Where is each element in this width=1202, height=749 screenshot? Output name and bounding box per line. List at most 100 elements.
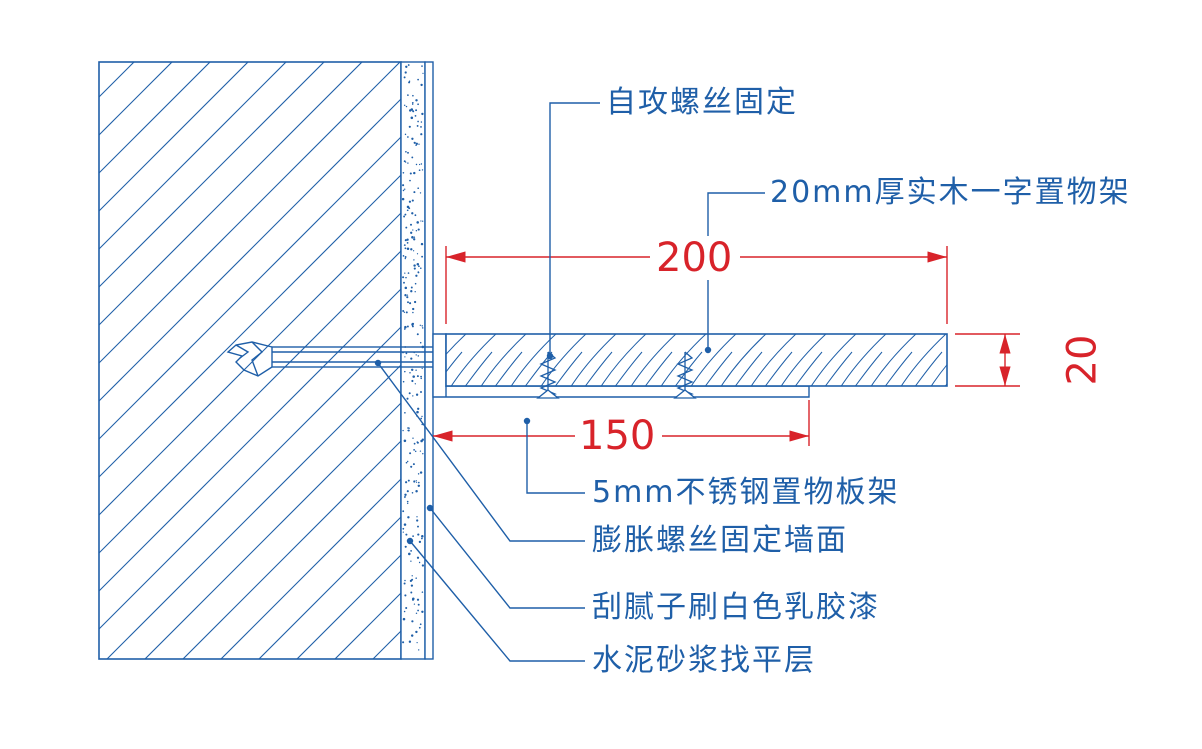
mortar-dot xyxy=(415,480,417,482)
mortar-dot xyxy=(421,415,423,418)
screw xyxy=(536,351,560,399)
mortar-dot xyxy=(404,325,407,329)
wall-hatch-line xyxy=(99,62,287,250)
wall-hatch-line xyxy=(258,516,401,659)
mortar-dot xyxy=(403,281,405,284)
mortar-dot xyxy=(411,101,414,104)
mortar-dot xyxy=(417,609,420,612)
mortar-dot xyxy=(412,375,415,378)
mortar-dot xyxy=(411,199,414,202)
mortar-dot xyxy=(421,610,424,613)
mortar-dot xyxy=(415,109,418,112)
mortar-dot xyxy=(410,591,413,594)
mortar-dot xyxy=(420,163,423,165)
mortar-dot xyxy=(405,481,408,484)
mortar-dot xyxy=(413,480,416,483)
mortar-dot xyxy=(405,65,408,68)
mortar-dot xyxy=(416,375,419,378)
mortar-dot xyxy=(402,380,405,383)
mortar-dot xyxy=(410,290,413,293)
mortar-dot xyxy=(411,137,414,140)
mortar-dot xyxy=(402,527,405,530)
mortar-dot xyxy=(402,617,406,621)
wood-grain-line xyxy=(900,334,947,386)
wood-grain-line xyxy=(840,334,887,386)
label-self-tapping-screw: 自攻螺丝固定 xyxy=(606,85,798,120)
wood-grain-line xyxy=(690,334,737,386)
wood-grain-line xyxy=(446,351,463,373)
mortar-dot xyxy=(407,64,410,66)
mortar-dot xyxy=(416,556,420,559)
mortar-dot xyxy=(412,229,414,231)
mortar-dot xyxy=(408,392,411,395)
wood-grain-line xyxy=(810,334,857,386)
mortar-dot xyxy=(415,612,418,615)
mortar-dot xyxy=(408,81,411,84)
mortar-dot xyxy=(406,490,409,493)
mortar-dot xyxy=(405,606,408,610)
mortar-dot xyxy=(418,561,421,564)
mortar-dot xyxy=(411,212,414,215)
mortar-dot xyxy=(404,493,407,496)
mortar-dot xyxy=(406,209,409,212)
mortar-dot xyxy=(412,597,415,601)
mortar-dot xyxy=(417,355,420,357)
wood-grain-line xyxy=(450,334,497,386)
mortar-dot xyxy=(413,238,416,241)
mortar-dot xyxy=(406,247,410,251)
mortar-dot xyxy=(407,272,410,274)
mortar-dot xyxy=(413,264,416,267)
mortar-dot xyxy=(418,265,420,268)
mortar-dot xyxy=(420,121,423,123)
wall-hatch-line xyxy=(99,62,401,364)
mortar-dot xyxy=(403,328,406,330)
mortar-dot xyxy=(415,630,418,634)
mortar-dot xyxy=(409,179,411,182)
mortar-dot xyxy=(417,473,420,475)
dimension-20 xyxy=(955,333,1020,387)
wood-grain-line xyxy=(780,334,827,386)
mortar-dot xyxy=(408,125,411,128)
dimension-200-text: 200 xyxy=(652,236,737,280)
mortar-dot xyxy=(409,302,412,305)
mortar-dot xyxy=(416,642,418,644)
mortar-dot xyxy=(417,78,419,81)
mortar-dot xyxy=(407,429,409,432)
mortar-dot xyxy=(417,407,420,410)
mortar-dot xyxy=(406,296,409,299)
mortar-dot xyxy=(404,594,407,597)
putty-paint-layer xyxy=(424,61,434,660)
mortar-dot xyxy=(419,192,422,194)
label-stainless-bracket: 5mm不锈钢置物板架 xyxy=(592,475,900,510)
mortar-dot xyxy=(417,228,420,231)
mortar-dot xyxy=(419,341,422,344)
mortar-dot xyxy=(402,310,405,312)
mortar-dot xyxy=(417,187,420,190)
mortar-dot xyxy=(410,584,414,587)
wall-hatch-line xyxy=(144,402,401,659)
wood-grain-line xyxy=(660,334,707,386)
wood-grain-line xyxy=(570,334,617,386)
wood-grain-line xyxy=(734,351,763,386)
mortar-dot xyxy=(407,151,409,154)
wall-hatch-line xyxy=(182,440,401,659)
wall-hatch-line xyxy=(0,59,99,659)
mortar-dot xyxy=(410,550,412,552)
mortar-dot xyxy=(409,223,413,226)
solid-wood-shelf xyxy=(445,333,948,387)
mortar-dot xyxy=(405,352,408,355)
mortar-dot xyxy=(415,489,418,493)
mortar-dot xyxy=(412,535,414,537)
mortar-dot xyxy=(403,76,406,79)
mortar-dot xyxy=(413,141,416,144)
mortar-dot xyxy=(406,294,409,296)
mortar-dot xyxy=(402,255,405,257)
mortar-dot xyxy=(405,311,408,314)
mortar-dot xyxy=(411,575,413,577)
wood-grain-line xyxy=(854,351,883,386)
mortar-dot xyxy=(402,189,405,192)
mortar-dot xyxy=(405,461,408,464)
mortar-dot xyxy=(420,391,422,393)
